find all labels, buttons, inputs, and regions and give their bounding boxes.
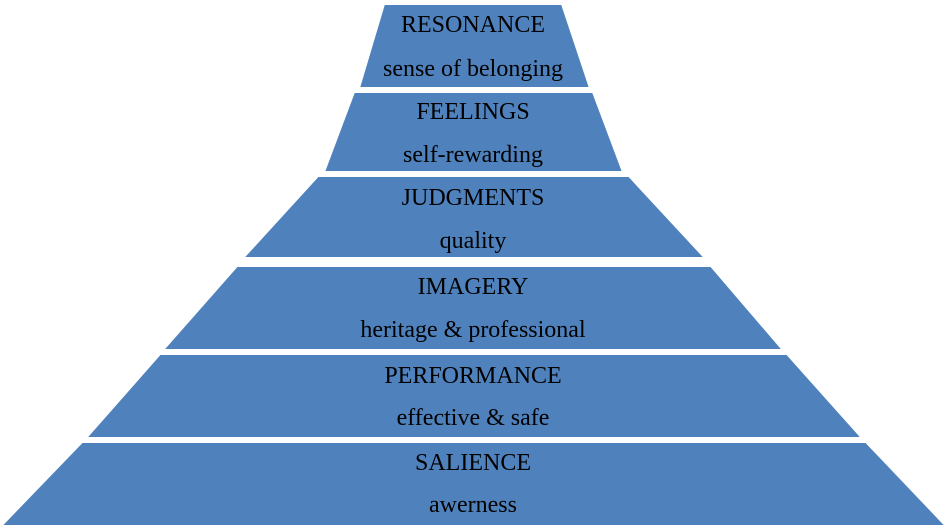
level-title-salience: SALIENCE bbox=[415, 450, 531, 476]
level-band-salience bbox=[0, 441, 947, 527]
level-title-judgments: JUDGMENTS bbox=[402, 185, 545, 211]
pyramid-level-salience: SALIENCE awerness bbox=[0, 441, 947, 527]
level-band-performance bbox=[83, 353, 865, 439]
level-subtitle-judgments: quality bbox=[440, 228, 507, 254]
level-band-resonance bbox=[357, 3, 592, 89]
level-title-performance: PERFORMANCE bbox=[384, 363, 561, 389]
pyramid-level-feelings: FEELINGS self-rewarding bbox=[322, 91, 625, 173]
pyramid-level-resonance: RESONANCE sense of belonging bbox=[357, 3, 592, 89]
level-subtitle-salience: awerness bbox=[429, 492, 517, 518]
level-title-feelings: FEELINGS bbox=[416, 99, 529, 125]
level-band-imagery bbox=[160, 265, 786, 351]
level-subtitle-resonance: sense of belonging bbox=[383, 56, 563, 82]
level-band-feelings bbox=[322, 91, 625, 173]
pyramid-level-imagery: IMAGERY heritage & professional bbox=[160, 265, 786, 351]
pyramid-level-performance: PERFORMANCE effective & safe bbox=[83, 353, 865, 439]
pyramid-level-judgments: JUDGMENTS quality bbox=[240, 175, 708, 259]
level-subtitle-performance: effective & safe bbox=[397, 405, 550, 431]
level-title-resonance: RESONANCE bbox=[401, 12, 545, 38]
level-subtitle-imagery: heritage & professional bbox=[360, 317, 586, 343]
level-band-judgments bbox=[240, 175, 708, 259]
level-subtitle-feelings: self-rewarding bbox=[403, 142, 543, 168]
level-title-imagery: IMAGERY bbox=[418, 274, 529, 300]
